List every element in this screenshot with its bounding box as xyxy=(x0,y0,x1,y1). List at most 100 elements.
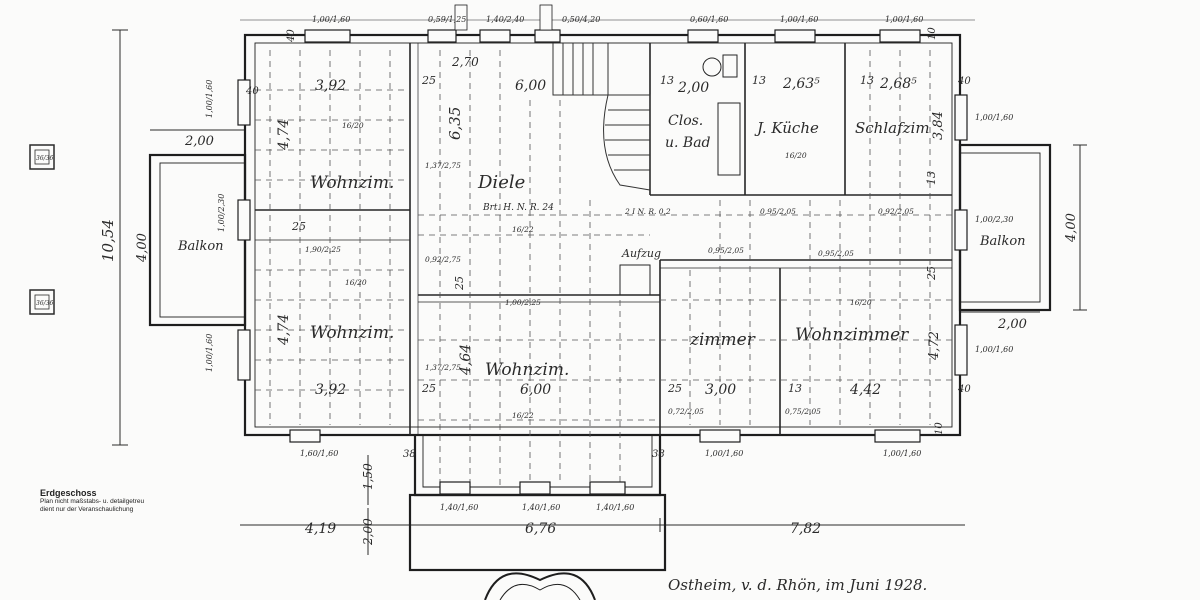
dim-2-685: 2,68⁵ xyxy=(879,76,917,92)
dimension-lines xyxy=(112,19,1087,555)
room-balkon-right: Balkon xyxy=(979,234,1026,249)
dim-13-d: 13 xyxy=(788,382,802,395)
windows xyxy=(237,4,968,495)
dim-6-00-center: 6,00 xyxy=(520,382,551,398)
room-schlafzim: Schlafzim xyxy=(855,119,930,137)
dim-13-e: 13 xyxy=(925,171,938,185)
dim-40-d: 40 xyxy=(957,384,971,395)
note-10: 1,00/2,25 xyxy=(505,298,541,307)
note-17: 0,95/2,05 xyxy=(818,249,854,258)
note-15: 0,95/2,05 xyxy=(760,207,796,216)
window-label-left-2: 1,00/2,30 xyxy=(217,194,226,232)
note-11: 1,37/2,75 xyxy=(425,161,461,170)
dim-10-b: 10 xyxy=(934,422,945,435)
dim-1-50: 1,50 xyxy=(361,463,375,490)
dim-13-c: 13 xyxy=(860,74,874,87)
note-4: 16/22 xyxy=(512,411,534,420)
window-label-right-2: 1,00/2,30 xyxy=(975,215,1013,224)
dim-25-a: 25 xyxy=(421,74,436,87)
staircase xyxy=(552,42,651,191)
dim-2-70: 2,70 xyxy=(451,55,479,69)
window-label-bottom-4: 1,40/1,60 xyxy=(596,503,634,512)
window-label-top-4: 0,50/4,20 xyxy=(562,15,600,24)
dim-4-19: 4,19 xyxy=(304,521,336,537)
dim-25-f: 25 xyxy=(925,266,938,281)
window-label-top-5: 0,60/1,60 xyxy=(690,15,728,24)
window-label-top-2: 0,59/1,25 xyxy=(428,15,466,24)
dim-3-00: 3,00 xyxy=(705,382,736,398)
dim-7-82: 7,82 xyxy=(790,521,821,537)
window-label-left-3: 1,00/1,60 xyxy=(205,334,214,372)
dimension-labels: 3,92 3,92 6,00 6,00 2,70 2,00 2,63⁵ 2,68… xyxy=(99,27,1079,546)
room-balkon-left: Balkon xyxy=(177,239,224,254)
dim-4-74: 4,74 xyxy=(276,119,292,151)
room-wohnzimmer: Wohnzimmer xyxy=(795,325,909,345)
window-label-right-1: 1,00/1,60 xyxy=(975,113,1013,122)
room-u-bad: u. Bad xyxy=(665,135,711,151)
note-8: 2 I N. R. 0,2 xyxy=(624,207,671,216)
label-aufzug: Aufzug xyxy=(621,247,661,260)
note-1: 16/20 xyxy=(342,121,364,130)
room-wohnzim-left-bottom: Wohnzim. xyxy=(310,323,394,343)
caption-block: Erdgeschoss Plan nicht maßstabs- u. deta… xyxy=(40,488,144,514)
window-label-top-3: 1,40/2,40 xyxy=(486,15,524,24)
dim-4-72: 4,72 xyxy=(927,331,942,361)
dim-6-00-top: 6,00 xyxy=(515,78,546,94)
window-label-top-6: 1,00/1,60 xyxy=(780,15,818,24)
note-12: 1,37/2,75 xyxy=(425,363,461,372)
dim-3-92-top: 3,92 xyxy=(315,78,346,94)
ceiling-beams xyxy=(255,50,952,485)
dim-2-00-clos: 2,00 xyxy=(677,80,709,96)
note-18: 0,92/2,75 xyxy=(425,255,461,264)
note-19: 0,92/2,05 xyxy=(878,207,914,216)
interior-walls xyxy=(255,43,952,435)
note-2: 16/22 xyxy=(512,225,534,234)
dim-25-d: 25 xyxy=(667,382,682,395)
small-annotations: 16/20 16/22 16/20 16/22 16/20 16/20 Brt.… xyxy=(36,121,914,420)
dim-40-c: 40 xyxy=(957,76,971,87)
note-5: 16/20 xyxy=(785,151,807,160)
dim-25-c: 25 xyxy=(421,382,436,395)
caption-line-2: dient nur der Veranschaulichung xyxy=(40,506,134,513)
window-label-top-7: 1,00/1,60 xyxy=(885,15,923,24)
room-kuche: J. Küche xyxy=(754,119,819,137)
dim-2-00-bottom: 2,00 xyxy=(361,518,375,546)
room-labels: Wohnzim. Wohnzim. Diele Wohnzim. Clos. u… xyxy=(177,113,1026,380)
dim-25-e: 25 xyxy=(453,276,466,291)
dim-2-635: 2,63⁵ xyxy=(782,76,820,92)
note-6: 16/20 xyxy=(850,298,872,307)
room-wohnzim-center: Wohnzim. xyxy=(485,360,569,380)
dim-6-76: 6,76 xyxy=(525,521,556,537)
dim-13-a: 13 xyxy=(660,74,674,87)
note-16: 0,95/2,05 xyxy=(708,246,744,255)
dim-3-92-bottom: 3,92 xyxy=(315,382,346,398)
window-label-top-1: 1,00/1,60 xyxy=(312,15,350,24)
caption-line-1: Plan nicht maßstabs- u. detailgetreu xyxy=(40,498,145,505)
dim-10-54: 10,54 xyxy=(99,219,117,262)
room-diele: Diele xyxy=(477,172,525,193)
window-label-bottom-3: 1,40/1,60 xyxy=(522,503,560,512)
dim-40-a: 40 xyxy=(286,29,297,43)
dim-4-00-left: 4,00 xyxy=(135,233,150,263)
window-label-bottom-1: 1,60/1,60 xyxy=(300,449,338,458)
dim-25-b: 25 xyxy=(291,220,306,233)
note-7: Brt. H. N. R. 24 xyxy=(482,203,554,213)
room-zimmer: zimmer xyxy=(689,330,756,350)
dim-6-35: 6,35 xyxy=(446,107,464,140)
window-label-bottom-5: 1,00/1,60 xyxy=(705,449,743,458)
dim-4-64: 4,64 xyxy=(458,344,474,376)
dim-10-a: 10 xyxy=(927,27,938,40)
dim-2-00-left: 2,00 xyxy=(184,134,214,149)
dim-13-b: 13 xyxy=(752,74,766,87)
dim-4-42: 4,42 xyxy=(849,382,881,398)
window-label-bottom-6: 1,00/1,60 xyxy=(883,449,921,458)
window-label-left-1: 1,00/1,60 xyxy=(205,80,214,118)
dim-40-b: 40 xyxy=(245,86,259,97)
dim-38-b: 38 xyxy=(652,449,665,460)
dim-4-00-right: 4,00 xyxy=(1064,213,1079,243)
window-labels: 1,00/1,60 0,59/1,25 1,40/2,40 0,50/4,20 … xyxy=(205,15,1013,512)
window-label-bottom-2: 1,40/1,60 xyxy=(440,503,478,512)
dim-4-74-b: 4,74 xyxy=(276,314,292,346)
dim-3-84: 3,84 xyxy=(931,111,946,140)
